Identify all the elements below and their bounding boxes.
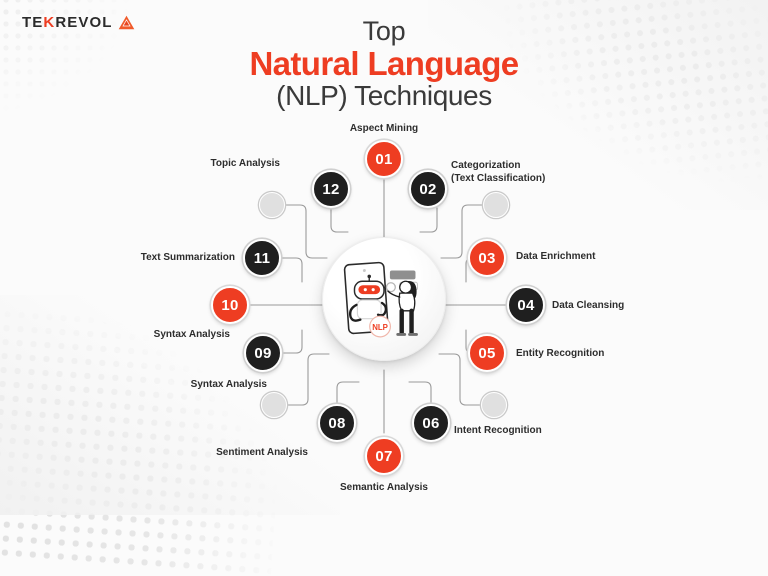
node-10-label: Syntax Analysis bbox=[153, 329, 230, 340]
chatbot-on-phone-with-person-illustration: NLP bbox=[343, 261, 418, 338]
node-03-number: 03 bbox=[478, 249, 496, 267]
decor-dot-se bbox=[481, 392, 507, 418]
node-11-number: 11 bbox=[253, 249, 271, 267]
node-09-number: 09 bbox=[254, 344, 272, 362]
node-01-label: Aspect Mining bbox=[349, 123, 419, 134]
page-title: Top Natural Language (NLP) Techniques bbox=[0, 16, 768, 112]
node-04-number: 04 bbox=[517, 296, 535, 314]
node-09-label: Syntax Analysis bbox=[190, 379, 267, 390]
node-09[interactable]: 09 bbox=[244, 334, 282, 372]
node-05-label: Entity Recognition bbox=[516, 348, 605, 359]
node-06-number: 06 bbox=[422, 414, 440, 432]
node-03-label: Data Enrichment bbox=[516, 251, 596, 262]
node-04-label: Data Cleansing bbox=[552, 300, 625, 311]
title-line-2: Natural Language bbox=[249, 44, 519, 82]
node-02[interactable]: 02 bbox=[409, 170, 447, 208]
svg-text:NLP: NLP bbox=[372, 323, 388, 332]
node-02-number: 02 bbox=[419, 180, 437, 198]
node-04[interactable]: 04 bbox=[507, 286, 545, 324]
node-12-number: 12 bbox=[322, 180, 340, 198]
node-08-number: 08 bbox=[328, 414, 346, 432]
node-07-label: Semantic Analysis bbox=[339, 482, 428, 493]
node-08[interactable]: 08 bbox=[318, 404, 356, 442]
node-01-number: 01 bbox=[375, 150, 393, 168]
node-10[interactable]: 10 bbox=[211, 286, 249, 324]
node-03[interactable]: 03 bbox=[468, 239, 506, 277]
node-08-label: Sentiment Analysis bbox=[216, 447, 308, 458]
node-05-number: 05 bbox=[478, 344, 496, 362]
node-10-number: 10 bbox=[221, 296, 239, 314]
node-07[interactable]: 07 bbox=[365, 437, 403, 475]
decor-dot-ne bbox=[483, 192, 509, 218]
node-06[interactable]: 06 bbox=[412, 404, 450, 442]
node-12-label: Topic Analysis bbox=[210, 158, 280, 169]
decor-dot-nw bbox=[259, 192, 285, 218]
node-01[interactable]: 01 bbox=[365, 140, 403, 178]
title-line-1: Top bbox=[362, 16, 406, 46]
node-11-label: Text Summarization bbox=[140, 252, 235, 263]
center-hub: NLP bbox=[322, 237, 446, 361]
node-02-label: Categorization (Text Classification) bbox=[451, 160, 546, 184]
node-11[interactable]: 11 bbox=[243, 239, 281, 277]
title-line-3: (NLP) Techniques bbox=[276, 80, 492, 112]
nlp-badge: NLP bbox=[369, 315, 391, 338]
decor-dot-sw bbox=[261, 392, 287, 418]
node-12[interactable]: 12 bbox=[312, 170, 350, 208]
node-06-label: Intent Recognition bbox=[454, 425, 542, 436]
node-07-number: 07 bbox=[375, 447, 393, 465]
node-05[interactable]: 05 bbox=[468, 334, 506, 372]
